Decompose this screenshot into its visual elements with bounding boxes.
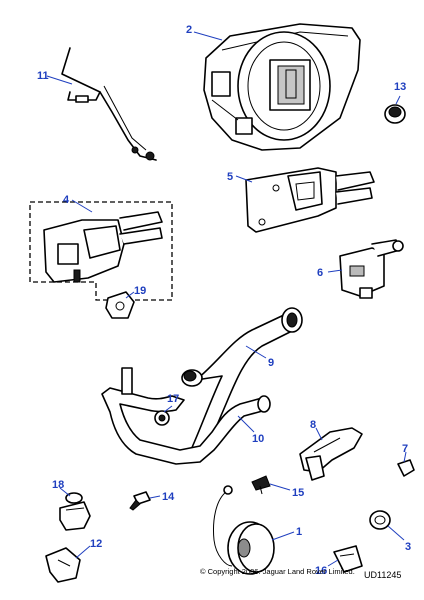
diagram-id: UD11245 [364,570,402,580]
callout-8: 8 [310,419,316,431]
connector-clip [45,547,81,583]
rollover-valve [59,492,91,531]
screw-14 [129,491,151,511]
filler-neck-hose [181,307,303,461]
callout-1: 1 [296,526,302,538]
callout-10: 10 [252,433,264,445]
mounting-plate [245,167,375,233]
screw-15 [251,475,271,495]
seal-bracket [299,427,363,481]
callout-5: 5 [227,171,233,183]
bracket-cable [61,47,157,161]
leader-lines [46,31,407,567]
callout-16: 16 [315,565,327,577]
hose-clip [333,545,363,573]
callout-3: 3 [405,541,411,553]
actuator-motor [339,239,404,299]
callout-7: 7 [402,443,408,455]
callout-9: 9 [268,357,274,369]
fuel-cap [213,485,275,575]
callout-18: 18 [52,479,64,491]
callout-2: 2 [186,24,192,36]
callout-15: 15 [292,487,304,499]
callout-19: 19 [134,285,146,297]
callout-4: 4 [63,194,70,206]
callout-17: 17 [167,393,179,405]
copyright-notice: © Copyright 2006. Jaguar Land Rover Limi… [200,567,355,576]
callout-6: 6 [317,267,323,279]
clamp-nut [154,410,170,426]
clip [105,291,135,319]
callout-12: 12 [90,538,102,550]
callout-11: 11 [37,70,49,82]
grommet [384,104,406,124]
vent-tube [101,367,271,465]
ring-seal [369,510,391,530]
fuel-filler-housing [203,23,361,151]
callout-13: 13 [394,81,406,93]
small-clip [397,459,415,477]
callout-14: 14 [162,491,175,503]
lock-assembly-kit [29,201,173,301]
